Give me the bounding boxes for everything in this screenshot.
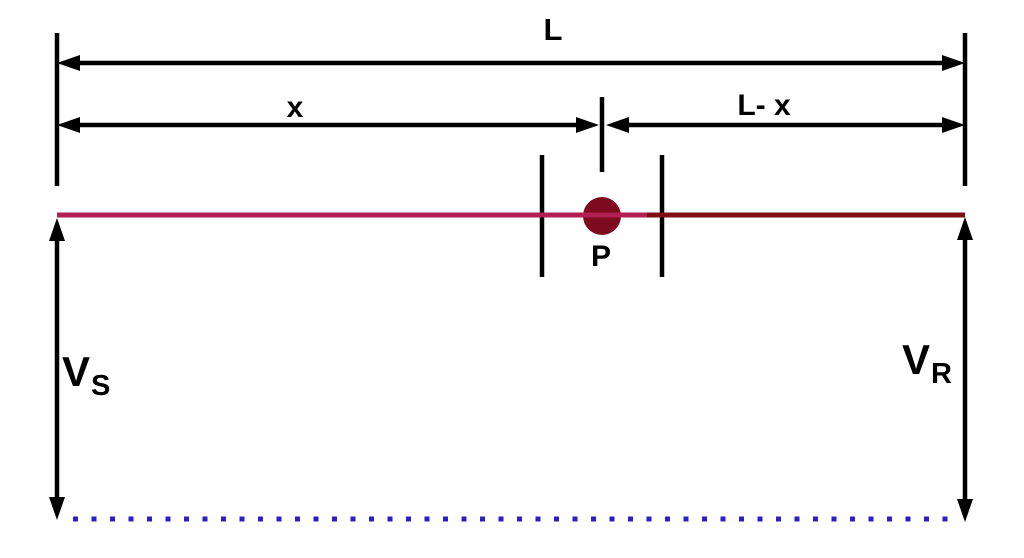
black-line-group — [54, 33, 968, 503]
distance-lx-right-arrowhead — [942, 117, 965, 133]
sending-voltage-subscript: S — [91, 370, 110, 402]
receiving-voltage-subscript: R — [931, 358, 952, 390]
sending-voltage-top-arrowhead — [49, 218, 65, 241]
receiving-voltage-bottom-arrowhead — [957, 499, 973, 522]
arrowhead-group — [49, 55, 973, 522]
distance-lx-left-arrowhead — [606, 117, 629, 133]
fault-point-label: P — [591, 240, 611, 273]
receiving-voltage-top-arrowhead — [957, 217, 973, 240]
total-length-label: L — [544, 12, 563, 47]
distance-lx-label: L- x — [737, 89, 791, 122]
receiving-voltage-label: V — [902, 336, 930, 383]
total-length-right-arrowhead — [942, 55, 965, 71]
distance-x-right-arrowhead — [576, 117, 599, 133]
label-group: L x L- x P V S V R — [62, 12, 952, 402]
sending-voltage-bottom-arrowhead — [49, 497, 65, 520]
distance-x-label: x — [287, 91, 304, 124]
distance-x-left-arrowhead — [57, 117, 80, 133]
sending-voltage-label: V — [62, 348, 90, 395]
total-length-left-arrowhead — [57, 55, 80, 71]
